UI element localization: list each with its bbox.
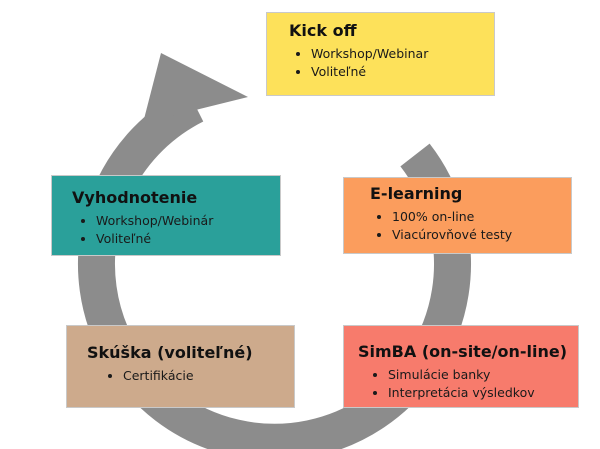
stage-items: Workshop/Webinar Voliteľné [289,45,494,81]
stage-exam: Skúška (voliteľné) Certifikácie [66,325,295,408]
list-item: Voliteľné [96,230,280,248]
stage-items: Certifikácie [87,367,294,385]
stage-elearning: E-learning 100% on-line Viacúrovňové tes… [343,177,572,254]
list-item: Interpretácia výsledkov [388,384,578,402]
list-item: Certifikácie [123,367,294,385]
stage-title: E-learning [370,184,463,203]
list-item: Simulácie banky [388,366,578,384]
stage-title: SimBA (on-site/on-line) [358,342,568,361]
stage-items: Simulácie banky Interpretácia výsledkov [358,366,578,402]
cycle-arrowhead [143,53,248,123]
stage-title: Skúška (voliteľné) [87,343,253,362]
stage-title: Kick off [289,21,357,40]
stage-evaluation: Vyhodnotenie Workshop/Webinár Voliteľné [51,175,281,256]
list-item: 100% on-line [392,208,571,226]
stage-items: 100% on-line Viacúrovňové testy [370,208,571,244]
stage-simba: SimBA (on-site/on-line) Simulácie banky … [343,325,579,408]
list-item: Voliteľné [311,63,494,81]
stage-items: Workshop/Webinár Voliteľné [72,212,280,248]
list-item: Viacúrovňové testy [392,226,571,244]
list-item: Workshop/Webinar [311,45,494,63]
list-item: Workshop/Webinár [96,212,280,230]
stage-kickoff: Kick off Workshop/Webinar Voliteľné [266,12,495,96]
stage-title: Vyhodnotenie [72,188,198,207]
